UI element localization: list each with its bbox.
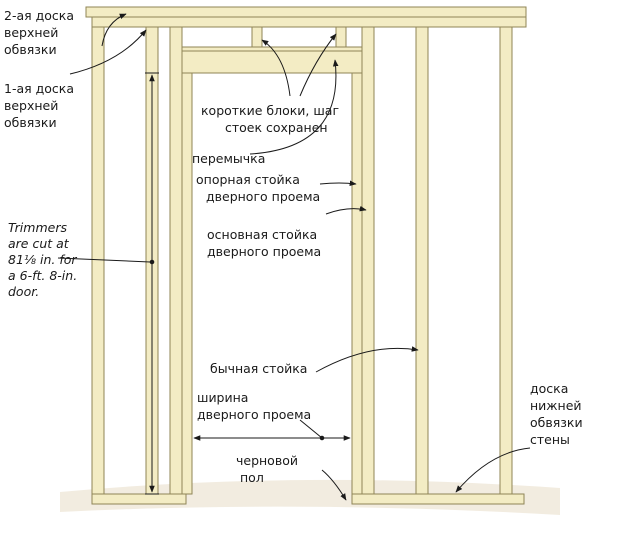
leader-top-plate-2	[101, 13, 127, 47]
leader-cripple-2	[299, 33, 337, 97]
label-line: черновой	[236, 453, 298, 468]
bottom-plate	[351, 493, 525, 505]
label-line: короткие блоки, шаг	[201, 103, 340, 118]
label-line: 81⅛ in. for	[8, 252, 77, 267]
label-line: верхней	[4, 98, 59, 113]
label-line: дверного проема	[207, 244, 322, 259]
label-king-stud: основная стойка дверного проема	[207, 226, 321, 260]
label-line: нижней	[530, 398, 582, 413]
leader-cripple-1	[261, 39, 291, 97]
cripple-2	[335, 26, 347, 48]
label-line: ширина	[197, 390, 249, 405]
leaders	[57, 13, 531, 501]
label-line: стоек сохранен	[225, 120, 328, 135]
top-plate-1	[91, 16, 527, 28]
label-subfloor: черновой пол	[236, 452, 298, 486]
label-line: 1-ая доска	[4, 81, 74, 96]
label-cripples: короткие блоки, шаг стоек сохранен	[201, 102, 339, 136]
door-width-dimension	[193, 435, 351, 441]
leader-door-width	[299, 419, 323, 439]
label-line: доска	[530, 381, 569, 396]
label-line: опорная стойка	[196, 172, 300, 187]
stud-left-end	[91, 26, 105, 495]
king-stud-left	[169, 26, 183, 495]
label-bottom-plate: доска нижней обвязки стены	[530, 380, 583, 448]
label-line: основная стойка	[207, 227, 318, 242]
common-stud-2	[499, 26, 513, 495]
leader-king-stud	[325, 205, 367, 215]
jack-stud-right	[351, 72, 363, 495]
bottom-plate-left	[91, 493, 187, 505]
label-line: a 6-ft. 8-in.	[8, 268, 78, 283]
label-line: обвязки	[4, 42, 57, 57]
label-line: верхней	[4, 25, 59, 40]
leader-top-plate-1	[69, 29, 147, 75]
label-line: обвязки	[530, 415, 583, 430]
leader-trimmers	[57, 257, 151, 263]
leader-bottom-plate	[455, 447, 531, 493]
label-line: дверного проема	[206, 189, 321, 204]
label-line: 2-ая доска	[4, 8, 74, 23]
label-line: Trimmers	[8, 220, 67, 235]
top-plate-2	[85, 6, 527, 18]
leader-subfloor	[321, 469, 347, 501]
label-common-stud: бычная стойка	[210, 361, 308, 376]
leader-header	[249, 59, 339, 155]
frame	[85, 6, 527, 505]
label-top-plate-2: 2-ая доска верхней обвязки	[4, 7, 74, 58]
label-door-width: ширина дверного проема	[197, 389, 311, 423]
king-stud-right	[361, 26, 375, 495]
leader-common-stud	[315, 346, 419, 373]
label-line: обвязки	[4, 115, 57, 130]
label-jack-stud: опорная стойка дверного проема	[196, 171, 320, 205]
label-top-plate-1: 1-ая доска верхней обвязки	[4, 80, 74, 131]
label-line: are cut at	[8, 236, 69, 251]
label-line: door.	[8, 284, 40, 299]
label-header: перемычка	[192, 151, 266, 166]
jack-stud-left	[181, 72, 193, 495]
label-line: дверного проема	[197, 407, 312, 422]
label-line: стены	[530, 432, 570, 447]
common-stud-1	[415, 26, 429, 495]
leader-jack-stud	[319, 180, 357, 186]
trimmer-dimension	[145, 72, 159, 495]
label-line: пол	[240, 470, 264, 485]
label-trimmers: Trimmers are cut at 81⅛ in. for a 6-ft. …	[8, 220, 77, 300]
cripple-1	[251, 26, 263, 48]
